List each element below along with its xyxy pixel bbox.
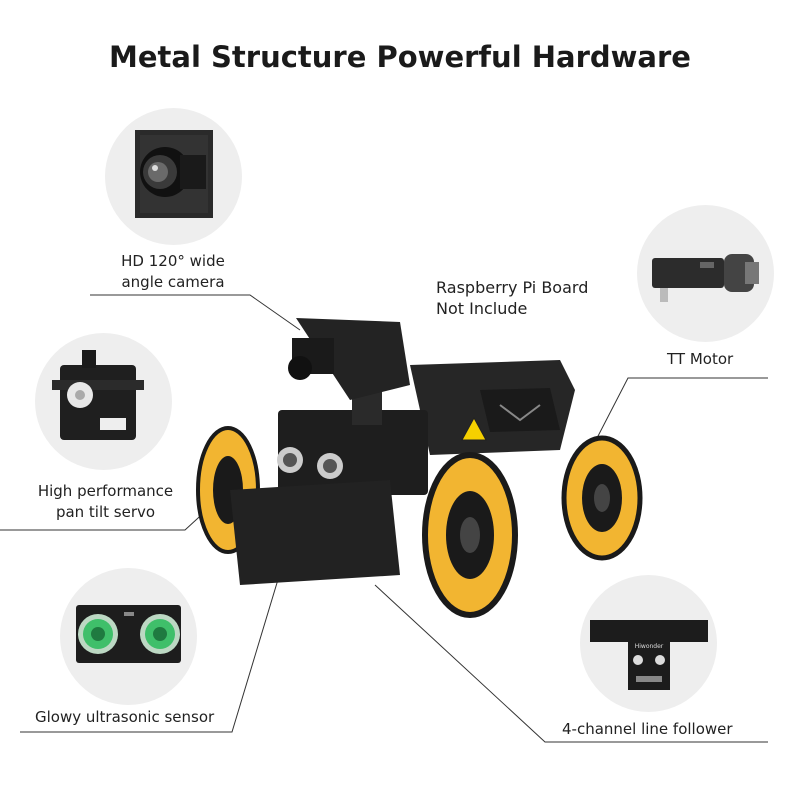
- raspberry-note: Raspberry Pi Board Not Include: [436, 277, 588, 319]
- raspberry-note-line2: Not Include: [436, 299, 528, 318]
- motor-label: TT Motor: [667, 350, 734, 368]
- tt-motor-icon: [652, 254, 759, 302]
- camera-label: HD 120° wide angle camera: [98, 251, 248, 293]
- ultrasonic-label: Glowy ultrasonic sensor: [35, 708, 215, 726]
- camera-leader-line: [90, 294, 301, 331]
- ultrasonic-sensor-icon: [76, 605, 181, 663]
- servo-label: High performance pan tilt servo: [18, 481, 193, 523]
- robot-car-icon: [196, 318, 643, 618]
- servo-label-line1: High performance: [37, 482, 174, 500]
- raspberry-note-line1: Raspberry Pi Board: [436, 278, 589, 297]
- line-follower-board-text: Hiwonder: [635, 643, 664, 650]
- servo-icon: [52, 350, 144, 440]
- page-title: Metal Structure Powerful Hardware: [109, 40, 691, 74]
- rear-right-wheel: [561, 435, 643, 561]
- servo-label-line2: pan tilt servo: [55, 503, 156, 521]
- front-right-wheel: [422, 452, 518, 618]
- camera-label-line2: angle camera: [121, 273, 225, 291]
- line-follower-leader-line: [374, 584, 768, 743]
- line-follower-label: 4-channel line follower: [562, 720, 733, 738]
- camera-label-line1: HD 120° wide: [121, 252, 225, 270]
- camera-module-icon: [135, 130, 213, 218]
- line-follower-board-icon: Hiwonder: [590, 620, 708, 690]
